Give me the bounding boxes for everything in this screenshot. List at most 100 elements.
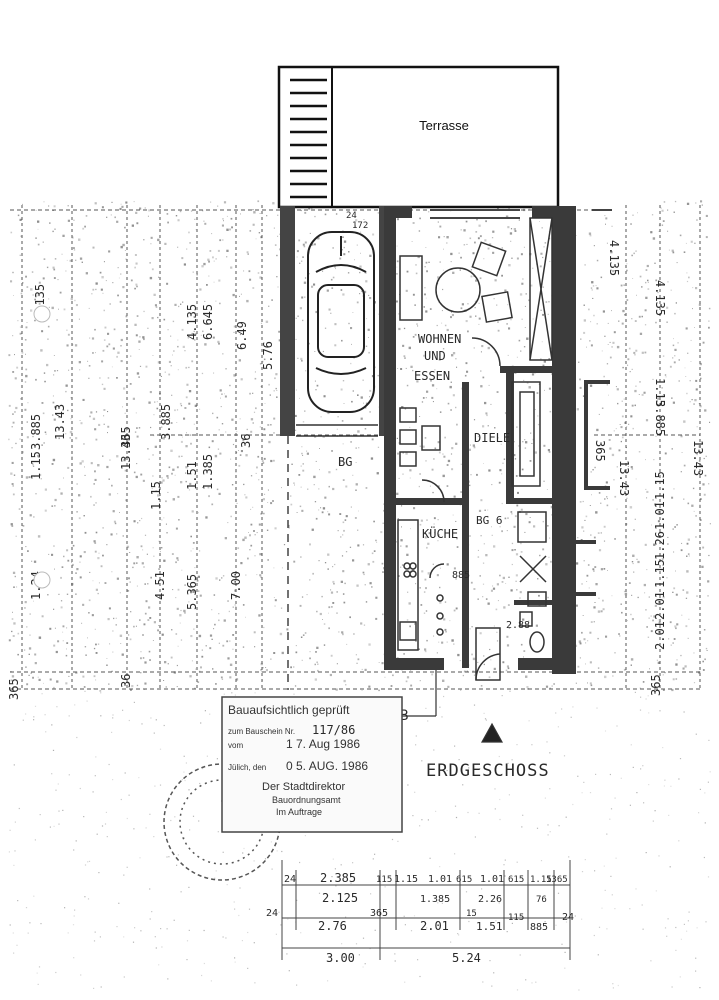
dim-right-up-2: 4.135 [607,240,621,276]
dim-left-low-3: 4.51 [153,571,167,600]
dim-right-small-2: 365 [593,440,607,462]
dim-left-low-5: 1.385 [201,454,215,490]
kitchen-counters [397,519,445,651]
punch-holes [33,305,51,589]
house-walls [384,206,570,674]
dim-b3-3: 2.01 [420,919,449,933]
door-swing-living [471,337,501,367]
dim-b2-3: 76 [536,895,547,905]
dim-right-low-4: 1.01 [653,501,667,530]
stamp-line5: Bauordnungsamt [272,795,341,805]
dim-left-long-2: 13.43 [119,434,133,470]
dim-left-up-1: 4.135 [185,304,199,340]
wall-east [552,206,570,674]
dim-b3-1: 2.76 [318,919,347,933]
dim-right-low-3: 1.26 [653,531,667,560]
armchair-1 [471,241,507,277]
kitchen-label: KÜCHE [422,525,458,541]
terrace-stairs [290,78,327,199]
wall-kitchen [384,498,464,505]
bottom-dimension-chain [281,860,571,960]
dim-right-up-4: 1.15 [653,378,667,407]
wall-south-a [384,658,444,670]
interior-dim-2: 2.88 [506,620,530,631]
dim-b3-6: 115 [508,913,524,923]
dim-right-up-1: 4.135 [653,280,667,316]
sofa [399,255,423,321]
wall-west [384,206,396,668]
dim-right-up-3: 3.885 [653,400,667,436]
dim-b3-0: 24 [266,908,278,919]
bottom-dimension-labels: 24 2.385 115 1.15 1.01 615 1.01 615 1.15… [266,871,574,965]
dim-b2-2: 2.26 [478,894,502,905]
wall-interior-1 [462,382,469,668]
dim-left-low-1: 7.00 [229,571,243,600]
dim-b1-5: 615 [456,875,472,885]
floor-title: ERDGESCHOSS [426,761,550,781]
dim-left-small-1: 365 [7,678,21,700]
dim-b2-0: 2.125 [322,891,358,905]
hall-fittings [511,217,553,487]
wall-south-b [518,658,570,670]
stamp-line3-value: 0 5. AUG. 1986 [286,759,368,773]
garage-label: BG [338,455,352,469]
dim-right-long-1: 13.43 [617,460,631,496]
living-label-3: ESSEN [414,369,450,383]
wall-interior-2 [506,366,514,498]
right-dimension-labels: 13.43 13.43 4.135 4.135 3.885 1.15 2.01 … [593,240,705,696]
dim-left-mid-4: 1.15 [29,451,43,480]
dim-left-small-3: 36 [239,434,253,448]
dim-b1-9: 1365 [546,875,568,885]
dim-b4-1: 5.24 [452,951,481,965]
armchair-2 [481,291,513,323]
dim-left-small-4: 365 [119,426,133,448]
dim-b1-8: 1.15 [530,875,552,885]
door-swing-kitchen [421,479,445,503]
dim-left-low-4: 1.51 [185,461,199,490]
stamp-line1-value: 117/86 [312,723,355,737]
stamp-line3-label: Jülich, den [228,763,266,772]
car-icon [307,231,375,413]
living-label-2: UND [424,349,446,363]
dim-right-low-6: 1.15 [653,471,667,500]
dim-left-up-4: 6.49 [235,321,249,350]
stamp-title: Bauaufsichtlich geprüft [228,703,350,717]
dim-b2-1: 1.385 [420,894,450,905]
dim-right-low-1: 2.01 [653,591,667,620]
wall-north-b [532,206,570,218]
dim-left-up-2: 6.645 [201,304,215,340]
stamp-line1-label: zum Bauschein Nr. [228,727,295,736]
dim-b1-7: 615 [508,875,524,885]
dim-b3-5: 1.51 [476,920,503,933]
marker-b: B [400,708,408,724]
dim-b1-2: 115 [376,875,392,885]
dim-left-low-2: 5.365 [185,574,199,610]
photocopy-noise [8,200,711,991]
room-labels: WOHNEN UND ESSEN DIELE KÜCHE BG 6 885 2.… [400,332,550,781]
neighbour-house [570,206,610,674]
wall-bath [506,498,552,504]
stamp-line2-label: vom [228,741,243,750]
wall-wc [514,600,552,605]
dim-b3-2: 365 [370,908,388,919]
stamp-line4: Der Stadtdirektor [262,781,345,793]
hall-label: DIELE [474,431,510,445]
dim-left-up-5: 5.76 [261,341,275,370]
dim-b1-1: 2.385 [320,871,356,885]
entrance-marker [398,670,504,743]
interior-dim-1: 885 [452,570,470,581]
living-furniture [399,241,513,503]
garage-dim-1: 24 [346,211,357,221]
windows-north [430,209,612,219]
living-label-1: WOHNEN [418,332,461,346]
dim-b4-0: 3.00 [326,951,355,965]
stamp-line2-value: 1 7. Aug 1986 [286,737,360,751]
room-code: BG 6 [476,514,503,527]
dim-b1-6: 1.01 [480,874,504,885]
terrace: Terrasse [277,65,560,209]
dim-b1-4: 1.01 [428,874,452,885]
stamp-border [221,696,403,833]
stamp-line6: Im Auftrage [276,807,322,817]
dim-right-low-5: 2.01 [653,621,667,650]
